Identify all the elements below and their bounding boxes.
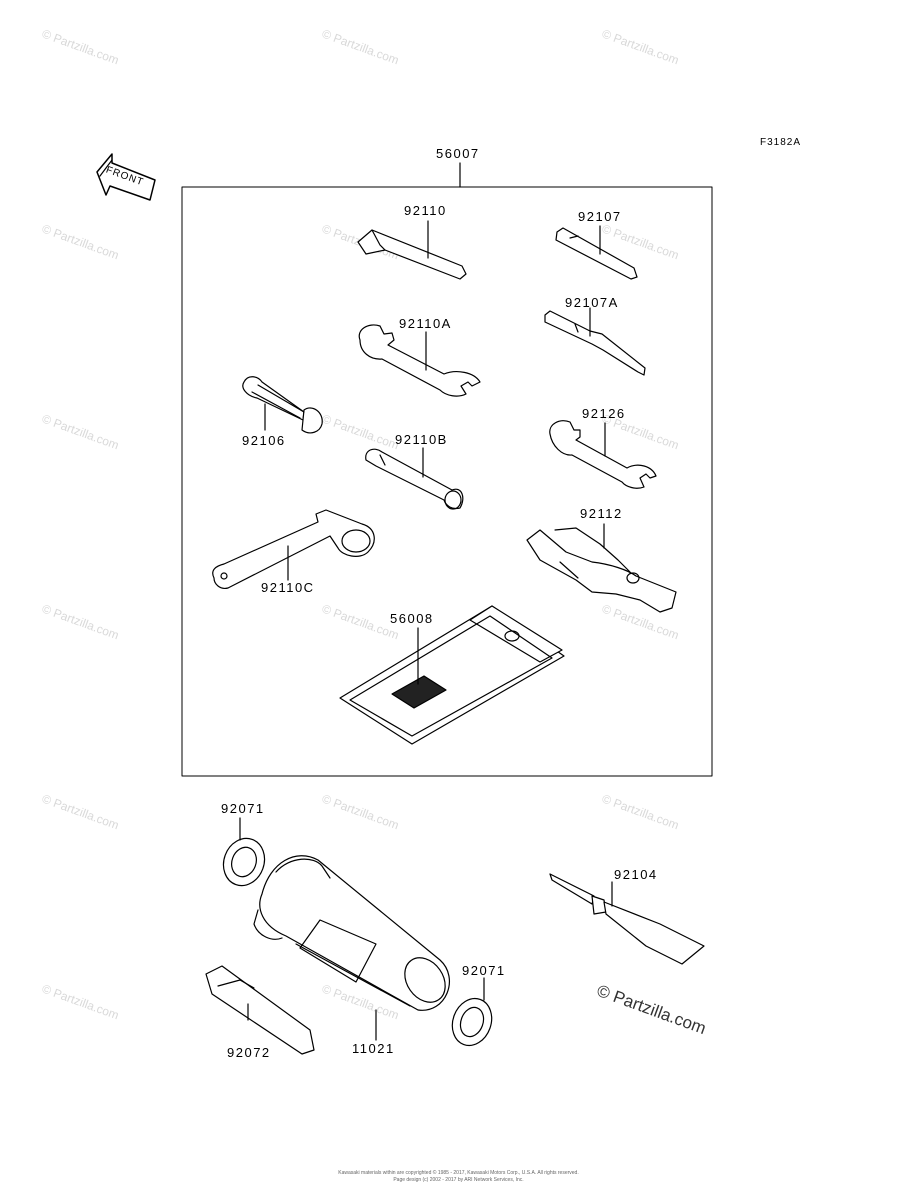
kit-frame [181,186,713,777]
part-label-92110: 92110 [404,203,447,218]
tool-case-icon [253,855,450,1041]
part-label-56008: 56008 [390,611,434,626]
socket-icon [242,376,323,434]
part-label-92071: 92071 [462,963,506,978]
part-label-92107: 92107 [578,209,622,224]
crank-wrench-icon [212,509,375,589]
part-label-56007: 56007 [436,146,480,161]
screwdriver-icon [544,307,646,376]
bracket-icon [205,965,315,1055]
copyright-footer: Kawasaki materials within are copyrighte… [338,1170,579,1176]
part-label-92071: 92071 [221,801,265,816]
part-label-92110B: 92110B [395,432,448,447]
grommet-icon [451,977,493,1047]
part-label-92110A: 92110A [399,316,452,331]
part-label-92107A: 92107A [565,295,619,310]
front-arrow-icon [96,153,156,201]
part-label-92106: 92106 [242,433,286,448]
part-label-92072: 92072 [227,1045,271,1060]
part-label-11021: 11021 [352,1041,395,1056]
part-label-92110C: 92110C [261,580,315,595]
part-label-92112: 92112 [580,506,623,521]
figure-ref-code: F3182A [760,137,802,148]
hex-key-icon [357,220,467,280]
copyright-footer: Page design (c) 2002 - 2017 by ARI Netwo… [393,1177,524,1183]
tool-bag-icon [339,605,565,745]
open-end-wrench-icon [358,324,481,397]
tube-wrench-icon [365,447,464,510]
small-wrench-icon [549,420,657,489]
part-label-92126: 92126 [582,406,626,421]
part-label-92104: 92104 [614,867,658,882]
screwdriver-bit-icon [555,225,638,280]
pliers-icon [526,523,677,613]
grommet-icon [222,817,266,887]
sealant-tube-icon [549,873,705,965]
